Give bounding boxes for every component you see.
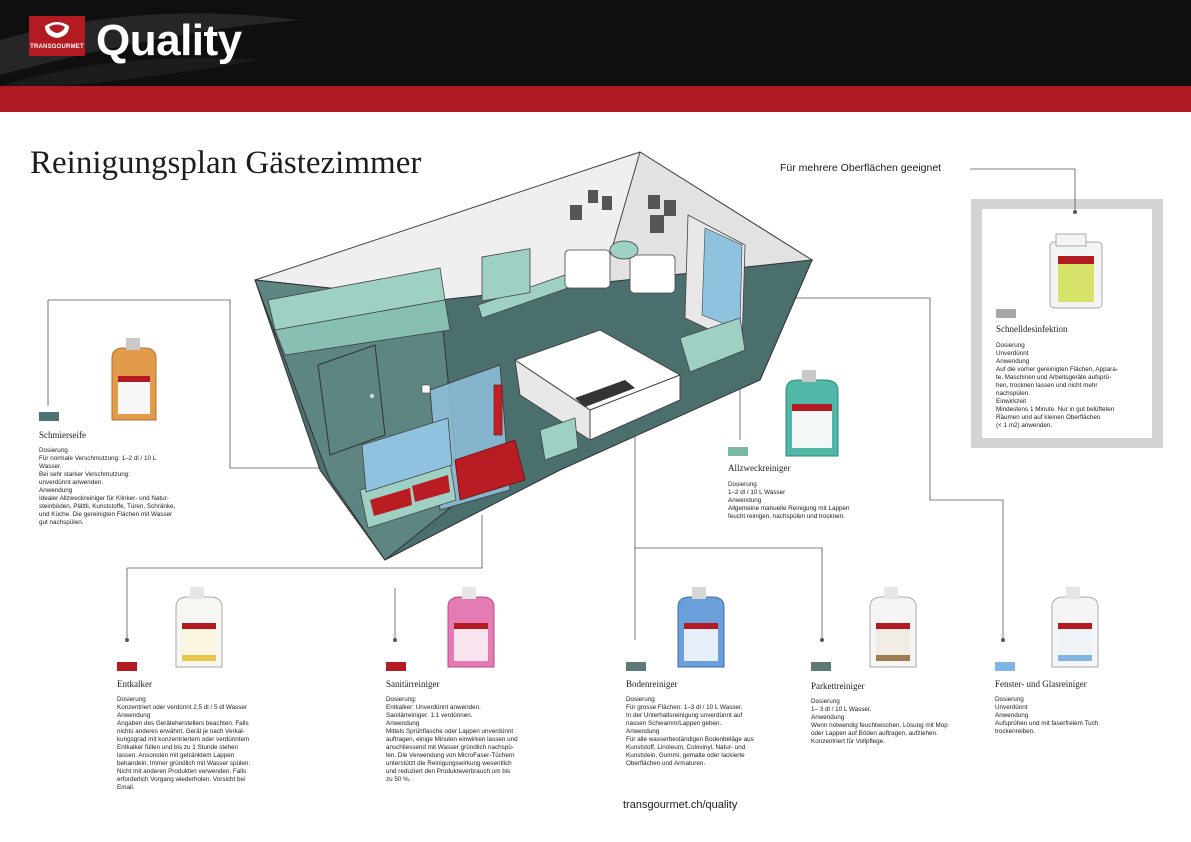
swatch-schnelldesinfektion <box>996 309 1016 318</box>
transgourmet-logo: TRANSGOURMET <box>29 16 85 56</box>
name-entkalker: Entkalker <box>117 679 152 689</box>
name-bodenreiniger: Bodenreiniger <box>626 679 678 689</box>
swatch-glasreiniger <box>995 662 1015 671</box>
text-schmierseife: Dosierung Für normale Verschmutzung: 1–2… <box>39 447 176 526</box>
text-sanitaerreiniger: Dosierung: Entkalker: Unverdünnt anwende… <box>386 696 518 783</box>
glass-cleaner-bottle <box>1051 587 1099 668</box>
soap-bottle <box>111 338 157 421</box>
logo-icon <box>45 22 69 38</box>
parquet-cleaner-bottle <box>869 587 917 668</box>
name-allzweckreiniger: Allzweckreiniger <box>728 463 791 473</box>
surface-note: Für mehrere Oberflächen geeignet <box>780 162 942 174</box>
header-red-band <box>0 86 1191 112</box>
text-glasreiniger: Dosierung Unverdünnt Anwendung Aufsprühe… <box>995 696 1099 735</box>
logo-text: TRANSGOURMET <box>30 44 84 50</box>
text-bodenreiniger: Dosierung Für grosse Flächen: 1–3 dl / 1… <box>626 696 754 767</box>
swatch-allzweckreiniger <box>728 447 748 456</box>
footer-url: transgourmet.ch/quality <box>623 799 738 811</box>
text-schnelldesinfektion: Dosierung Unverdünnt Anwendung Auf die v… <box>996 342 1118 429</box>
swatch-schmierseife <box>39 412 59 421</box>
text-entkalker: Dosierung Konzentriert oder verdünnt 2,5… <box>117 696 251 791</box>
header-bar: TRANSGOURMET Quality <box>0 0 1191 86</box>
name-sanitaerreiniger: Sanitärreiniger <box>386 679 440 689</box>
name-schnelldesinfektion: Schnelldesinfektion <box>996 324 1068 334</box>
allpurpose-bottle <box>785 370 839 457</box>
page-title: Reinigungsplan Gästezimmer <box>30 145 422 181</box>
swatch-entkalker <box>117 662 137 671</box>
name-schmierseife: Schmierseife <box>39 430 86 440</box>
brand-title: Quality <box>96 16 242 65</box>
name-parkettreiniger: Parkettreiniger <box>811 681 865 691</box>
sanitary-bottle <box>447 587 495 668</box>
swatch-sanitaerreiniger <box>386 662 406 671</box>
descaler-bottle <box>175 587 223 668</box>
name-glasreiniger: Fenster- und Glasreiniger <box>995 679 1087 689</box>
text-parkettreiniger: Dosierung 1– 3 dl / 10 L Wasser. Anwendu… <box>811 698 948 745</box>
swatch-parkettreiniger <box>811 662 831 671</box>
text-allzweckreiniger: Dosierung 1–2 dl / 10 L Wasser Anwendung… <box>728 481 850 520</box>
disinfection-bottle <box>1049 233 1103 309</box>
swatch-bodenreiniger <box>626 662 646 671</box>
floor-cleaner-bottle <box>677 587 725 668</box>
